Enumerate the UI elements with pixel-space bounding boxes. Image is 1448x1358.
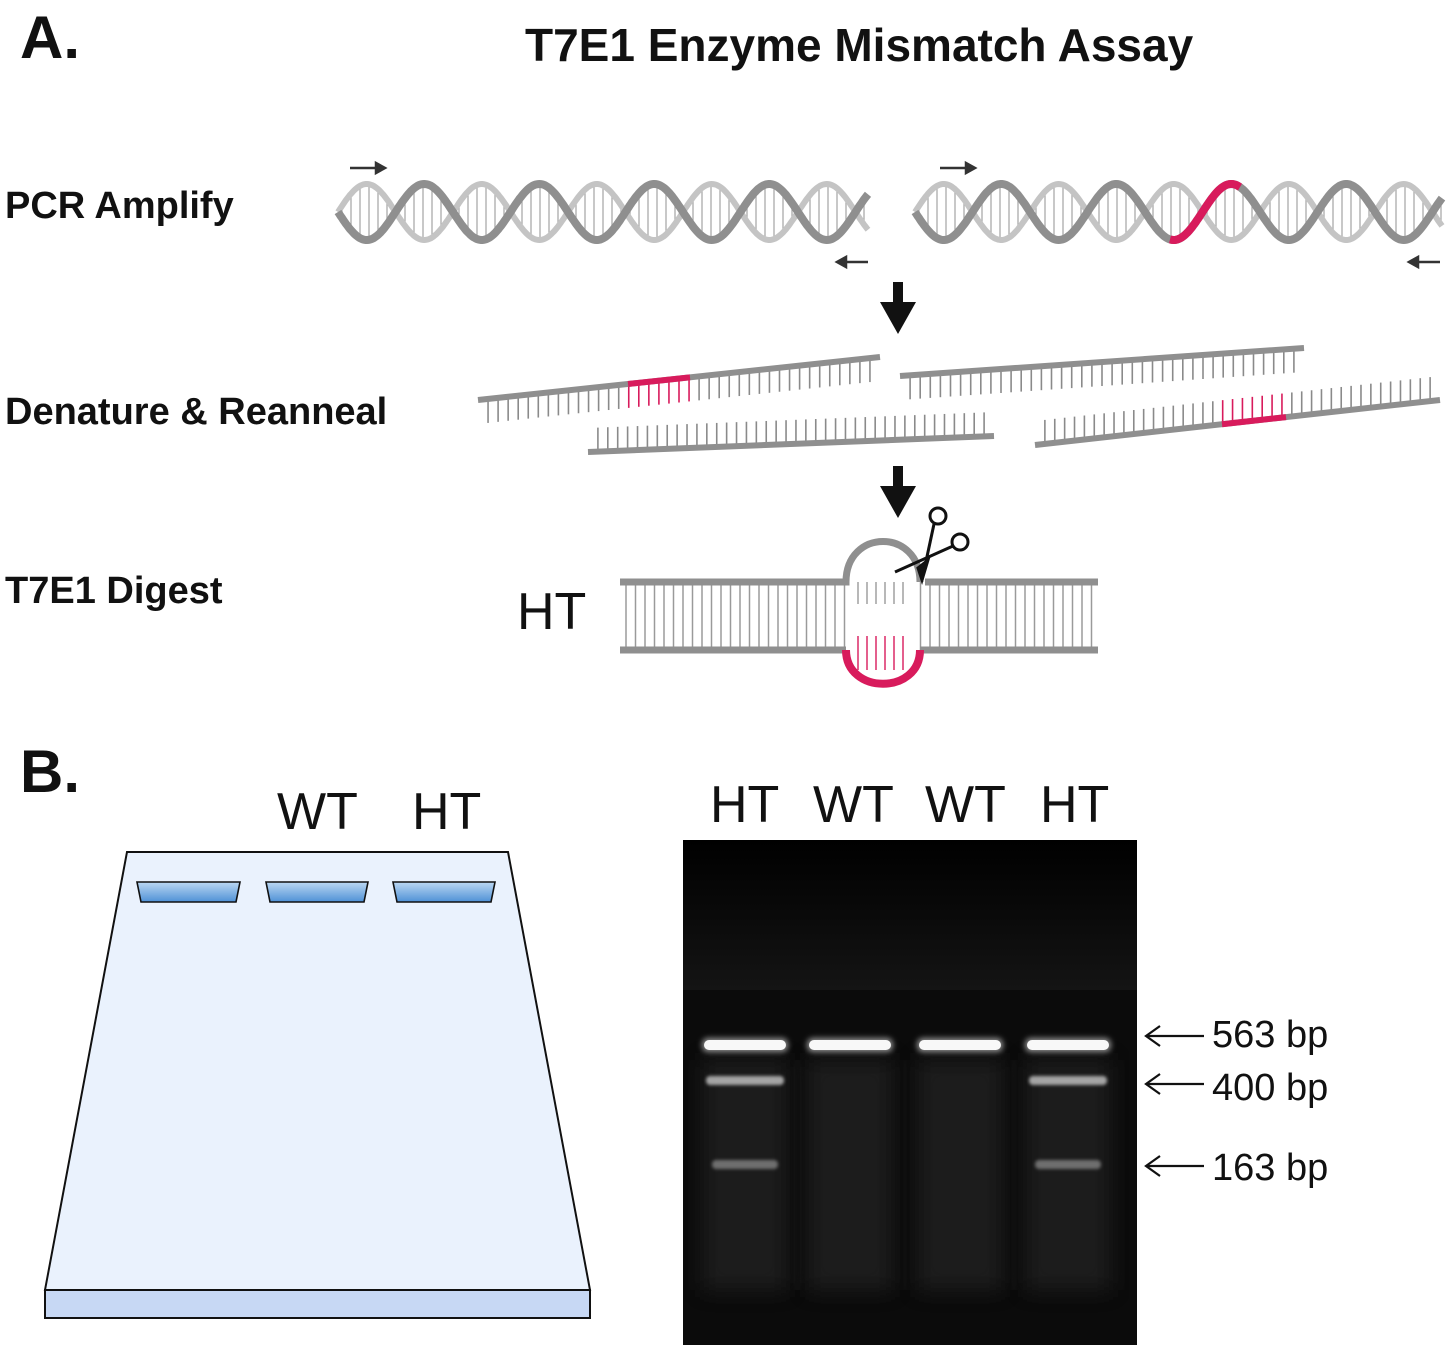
gel-lane-label-1: HT	[710, 776, 780, 834]
figure-title: T7E1 Enzyme Mismatch Assay	[525, 19, 1194, 71]
schematic-lane-label-ht: HT	[412, 783, 482, 841]
step-arrow-down-2	[880, 466, 916, 518]
lane-smear	[807, 1060, 893, 1290]
single-strand	[1034, 377, 1441, 448]
well-3	[392, 881, 496, 903]
well-2	[265, 881, 369, 903]
step-digest-label: T7E1 Digest	[5, 570, 223, 612]
step-denature-label: Denature & Reanneal	[5, 391, 388, 433]
schematic-gel	[43, 851, 592, 1319]
backbone	[587, 433, 995, 455]
band-563	[919, 1040, 1001, 1050]
gel-bands	[702, 1038, 1111, 1169]
mutation-segment	[627, 374, 691, 387]
gel-photo	[683, 840, 1137, 1345]
band-size-163: 163 bp	[1212, 1147, 1329, 1189]
gel-lane-label-4: HT	[1040, 776, 1110, 834]
gel-lane-label-2: WT	[813, 776, 894, 834]
schematic-lane-label-wt: WT	[277, 783, 358, 841]
back-strand	[335, 180, 871, 244]
step-pcr-label: PCR Amplify	[5, 185, 234, 227]
lane-smear	[1025, 1060, 1111, 1290]
single-strands	[477, 345, 1441, 455]
band-size-400: 400 bp	[1212, 1067, 1329, 1109]
scissors-icon	[894, 506, 970, 585]
single-strand	[587, 412, 995, 455]
schematic-wells	[136, 881, 496, 903]
lane-smear	[702, 1060, 788, 1290]
band-163	[1035, 1160, 1101, 1169]
band-400	[1029, 1076, 1107, 1085]
backbone	[899, 345, 1305, 379]
front-strand	[334, 179, 872, 245]
step-arrow-down-1	[880, 282, 916, 334]
band-563	[704, 1040, 786, 1050]
band-563	[1027, 1040, 1109, 1050]
lane-smear	[917, 1060, 1003, 1290]
heteroduplex-label: HT	[517, 583, 587, 641]
top-strand-left	[620, 538, 924, 586]
well-1	[136, 881, 241, 903]
back-strand	[912, 180, 1445, 244]
band-400	[706, 1076, 784, 1085]
schematic-bands	[86, 974, 543, 1230]
band-563	[809, 1040, 891, 1050]
heteroduplex-dna	[620, 538, 1098, 688]
panel-a-letter: A.	[20, 4, 80, 71]
mismatch-bulge	[842, 649, 924, 688]
gel-smears	[702, 1060, 1111, 1290]
gel-lane-label-3: WT	[925, 776, 1006, 834]
band-arrows	[1144, 1025, 1204, 1177]
primer-arrows	[350, 160, 1440, 270]
band-163	[712, 1160, 778, 1169]
single-strand	[899, 345, 1305, 400]
dna-helix-wild-type	[334, 179, 872, 245]
single-strand	[477, 354, 881, 423]
mutation-segment	[1169, 180, 1243, 244]
band-size-563: 563 bp	[1212, 1014, 1329, 1056]
panel-b-letter: B.	[20, 738, 80, 805]
dna-helix-mutant	[911, 179, 1446, 245]
mutation-segment	[1221, 414, 1287, 428]
